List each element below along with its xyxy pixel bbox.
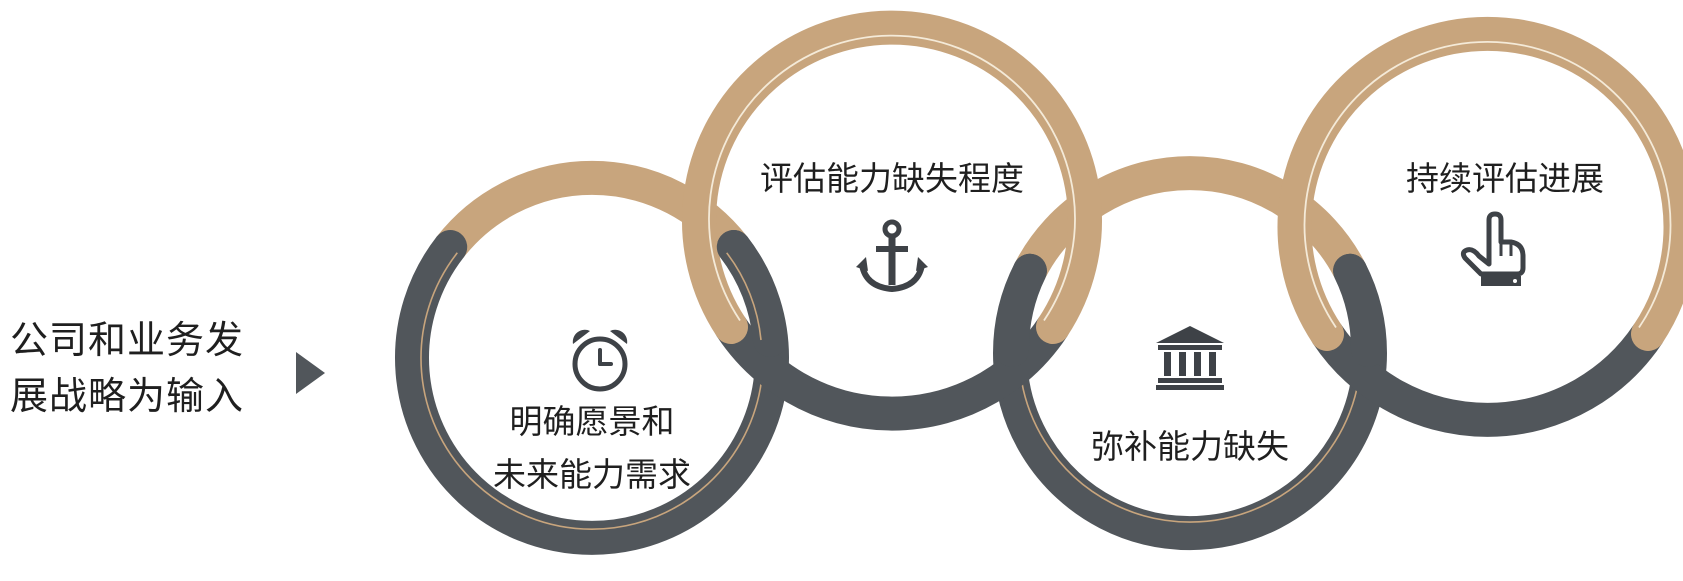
step-4-label: 持续评估进展 — [1406, 159, 1604, 198]
pointing-hand-icon — [1460, 211, 1526, 286]
step-1-label-line-1: 明确愿景和 — [510, 402, 675, 441]
ring-3 — [993, 156, 1387, 551]
step-3-label: 弥补能力缺失 — [1091, 427, 1289, 466]
input-label: 公司和业务发 展战略为输入 — [10, 312, 270, 424]
alarm-clock-icon — [572, 329, 628, 392]
step-1-label-line-2: 未来能力需求 — [493, 455, 691, 494]
step-2-label: 评估能力缺失程度 — [760, 159, 1024, 198]
ring-1-overlap-line — [726, 252, 762, 341]
ring-3-overlap-left — [994, 253, 1047, 367]
ring-1-overlap — [716, 230, 787, 357]
ring-2 — [682, 10, 1102, 431]
ring-3-overlap-right — [1333, 253, 1386, 367]
ring-4 — [1277, 16, 1683, 437]
input-arrow-icon — [296, 352, 325, 394]
bank-building-icon — [1156, 326, 1224, 390]
input-label-line-2: 展战略为输入 — [10, 374, 245, 418]
input-label-line-1: 公司和业务发 — [10, 318, 245, 362]
anchor-icon — [856, 219, 928, 293]
